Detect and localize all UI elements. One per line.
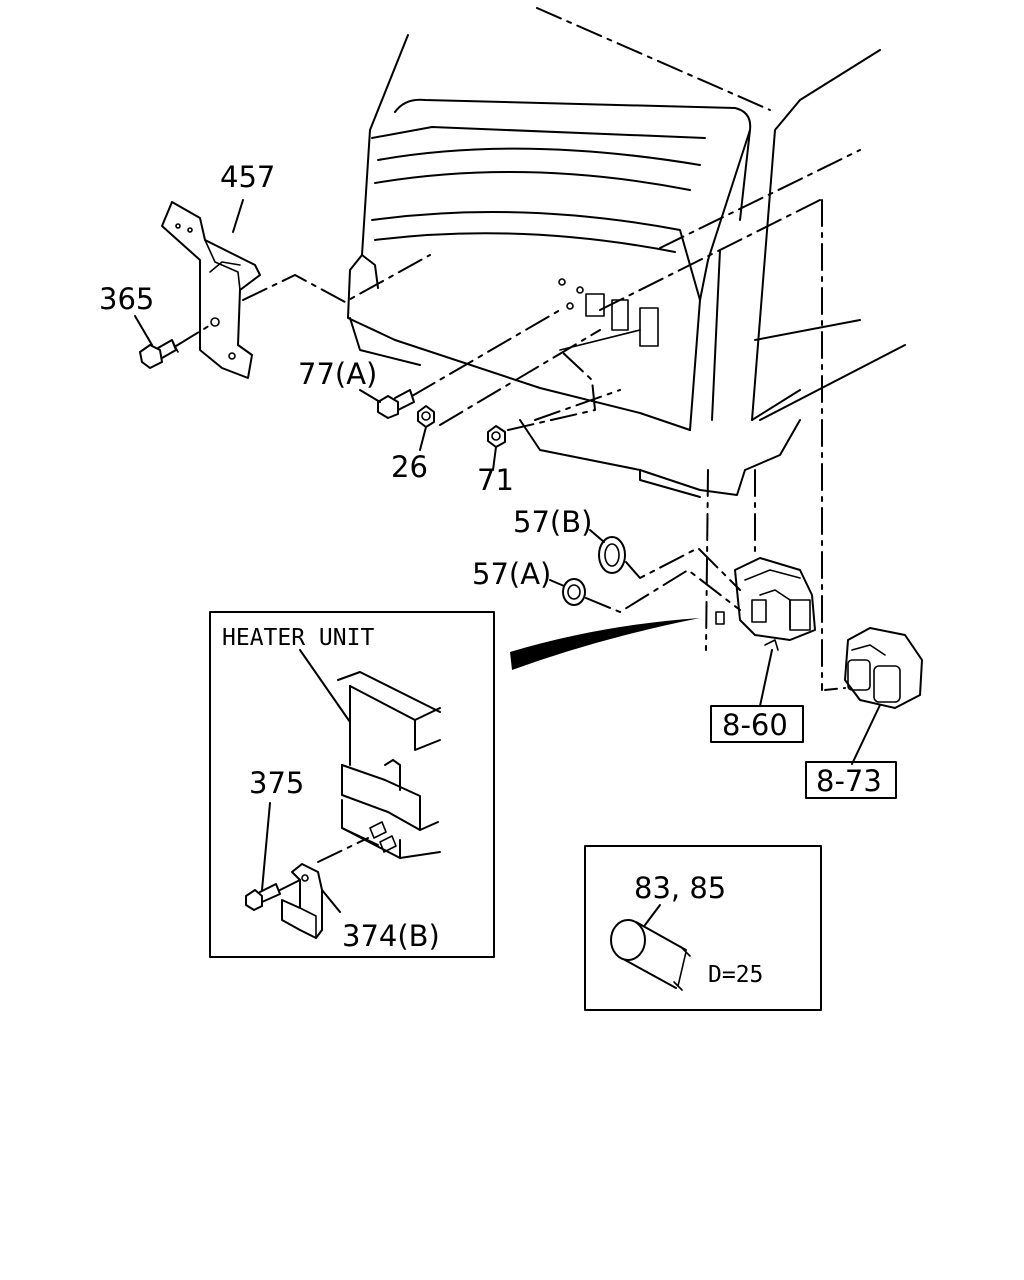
inset-plug: 83, 85 D=25 (584, 845, 822, 1011)
plug-dimension: D=25 (708, 962, 763, 988)
ref-box-8-73[interactable]: 8-73 (805, 761, 897, 799)
pointer-arrow (510, 618, 700, 670)
label-8-60: 8-60 (722, 708, 788, 742)
inset-heater-unit: HEATER UNIT 375 374(B) (209, 611, 495, 958)
label-457: 457 (220, 160, 275, 194)
assembly-8-73 (821, 199, 923, 765)
nut-26 (417, 329, 601, 451)
assembly-8-60 (705, 469, 816, 707)
ref-box-8-60[interactable]: 8-60 (710, 705, 804, 743)
grommet-57b (589, 529, 741, 591)
label-71: 71 (477, 463, 514, 497)
label-8-73: 8-73 (816, 764, 882, 798)
inset-heater-title: HEATER UNIT (222, 625, 374, 651)
label-83-85: 83, 85 (634, 871, 726, 905)
label-26: 26 (391, 450, 428, 484)
cab-outline (347, 7, 906, 498)
label-374b: 374(B) (342, 919, 440, 953)
bolt-77a (359, 309, 561, 419)
label-77a: 77(A) (298, 357, 377, 391)
label-57a: 57(A) (472, 557, 551, 591)
label-57b: 57(B) (513, 505, 592, 539)
grommet-57a (549, 569, 741, 613)
nut-71 (487, 349, 621, 471)
bolt-365 (134, 315, 213, 369)
label-365: 365 (99, 282, 154, 316)
bracket-457 (161, 199, 431, 379)
label-375: 375 (249, 766, 304, 800)
